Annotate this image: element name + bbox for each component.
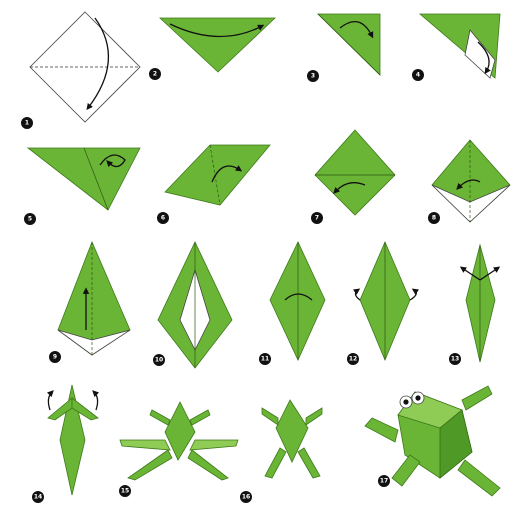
step-9-figure	[58, 242, 130, 355]
step-number-2: 2	[153, 71, 157, 78]
step-7-figure	[315, 130, 395, 215]
step-number-7: 7	[315, 215, 319, 222]
step-14-figure	[48, 385, 98, 495]
step-badge-14: 14	[32, 491, 44, 503]
step-badge-17: 17	[378, 475, 390, 487]
step-number-9: 9	[53, 354, 57, 361]
step-number-6: 6	[161, 215, 165, 222]
step-badge-3: 3	[307, 70, 319, 82]
step-12-figure	[355, 242, 416, 360]
step-badge-9: 9	[49, 351, 61, 363]
step-badge-13: 13	[449, 353, 461, 365]
step-number-17: 17	[380, 478, 388, 485]
step-2-figure	[160, 18, 275, 72]
step-3-figure	[318, 14, 380, 75]
step-badge-2: 2	[149, 68, 161, 80]
step-11-figure	[270, 242, 325, 360]
step-badge-4: 4	[412, 69, 424, 81]
step-badge-1: 1	[21, 117, 33, 129]
step-number-8: 8	[432, 215, 436, 222]
step-badge-6: 6	[157, 212, 169, 224]
step-number-3: 3	[311, 73, 315, 80]
step-badge-11: 11	[259, 353, 271, 365]
step-15-figure	[120, 402, 238, 480]
step-number-13: 13	[451, 356, 459, 363]
step-number-16: 16	[242, 494, 250, 501]
step-number-10: 10	[155, 357, 163, 364]
step-number-1: 1	[25, 120, 29, 127]
step-1-figure	[30, 12, 140, 122]
step-number-12: 12	[349, 356, 357, 363]
step-badge-12: 12	[347, 353, 359, 365]
step-badge-16: 16	[240, 491, 252, 503]
step-13-figure	[462, 245, 498, 362]
step-4-figure	[420, 14, 500, 78]
step-8-figure	[432, 140, 510, 222]
step-number-4: 4	[416, 72, 420, 79]
step-badge-7: 7	[311, 212, 323, 224]
step-number-11: 11	[261, 356, 269, 363]
step-badge-15: 15	[119, 485, 131, 497]
step-badge-5: 5	[24, 213, 36, 225]
step-16-figure	[262, 400, 322, 478]
step-badge-8: 8	[428, 212, 440, 224]
step-5-figure	[28, 148, 140, 210]
step-number-14: 14	[34, 494, 42, 501]
step-6-figure	[165, 145, 270, 205]
step-badge-10: 10	[153, 354, 165, 366]
step-10-figure	[158, 242, 232, 368]
step-number-5: 5	[28, 216, 32, 223]
step-number-15: 15	[121, 488, 129, 495]
